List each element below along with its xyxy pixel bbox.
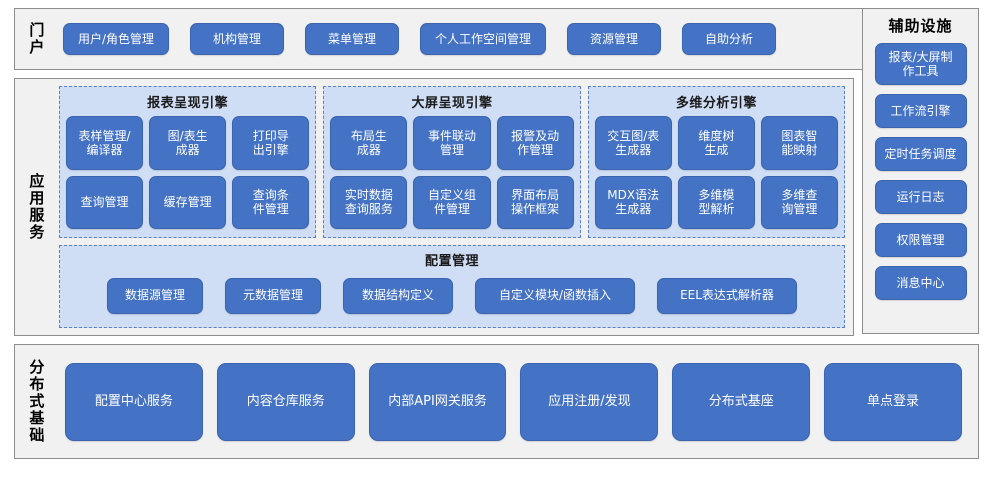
portal-panel: 门户 用户/角色管理 机构管理 菜单管理 个人工作空间管理 资源管理 自助分析 [14,8,979,70]
aux-facilities-list: 报表/大屏制 作工具 工作流引擎 定时任务调度 运行日志 权限管理 消息中心 [863,43,978,300]
portal-band-label: 门户 [27,22,46,56]
aux-facilities-title: 辅助设施 [888,17,953,35]
engine-group-report-items: 表样管理/ 编译器 图/表生 成器 打印导 出引擎 查询管理 缓存管理 查询条 … [66,116,310,229]
aux-item-report-bigscreen-authoring-tool[interactable]: 报表/大屏制 作工具 [874,43,967,85]
multidim-item-multidim-model-parsing[interactable]: 多维模 型解析 [677,175,755,229]
portal-item-personal-workspace-management[interactable]: 个人工作空间管理 [420,23,547,55]
multidim-item-multidim-query-management[interactable]: 多维查 询管理 [760,175,838,229]
engine-group-report: 报表呈现引擎 表样管理/ 编译器 图/表生 成器 打印导 出引擎 查询管理 缓存… [59,86,317,238]
engine-group-multidim-items: 交互图/表 生成器 维度树 生成 图表智 能映射 MDX语法 生成器 多维模 型… [594,116,838,229]
report-item-cache-management[interactable]: 缓存管理 [149,175,227,229]
engine-group-bigscreen-title: 大屏呈现引擎 [411,96,493,111]
infra-item-app-registry-discovery[interactable]: 应用注册/发现 [520,362,659,441]
report-item-print-export-engine[interactable]: 打印导 出引擎 [232,116,310,170]
infra-item-internal-api-gateway-service[interactable]: 内部API网关服务 [368,362,507,441]
multidim-item-dimension-tree-generation[interactable]: 维度树 生成 [677,116,755,170]
portal-item-menu-management[interactable]: 菜单管理 [305,23,400,55]
infra-item-distributed-base[interactable]: 分布式基座 [672,362,811,441]
engine-group-row: 报表呈现引擎 表样管理/ 编译器 图/表生 成器 打印导 出引擎 查询管理 缓存… [59,86,845,238]
report-item-template-management-compiler[interactable]: 表样管理/ 编译器 [66,116,144,170]
infra-item-config-center-service[interactable]: 配置中心服务 [65,362,203,441]
report-item-query-management[interactable]: 查询管理 [66,175,144,229]
config-item-custom-module-function-insert[interactable]: 自定义模块/函数插入 [475,277,635,314]
report-item-query-condition-management[interactable]: 查询条 件管理 [232,175,310,229]
app-service-band-label: 应用服务 [27,173,46,241]
aux-item-workflow-engine[interactable]: 工作流引擎 [874,94,967,128]
bigscreen-item-custom-component-management[interactable]: 自定义组 件管理 [413,175,491,229]
app-service-content: 报表呈现引擎 表样管理/ 编译器 图/表生 成器 打印导 出引擎 查询管理 缓存… [57,79,853,335]
infra-row: 分布式基础 配置中心服务 内容仓库服务 内部API网关服务 应用注册/发现 分布… [14,344,979,459]
infra-button-list: 配置中心服务 内容仓库服务 内部API网关服务 应用注册/发现 分布式基座 单点… [57,345,978,458]
config-management-title: 配置管理 [424,254,479,269]
engine-group-multidim-title: 多维分析引擎 [675,96,757,111]
config-item-datasource-management[interactable]: 数据源管理 [107,277,203,314]
config-item-data-structure-definition[interactable]: 数据结构定义 [343,277,453,314]
portal-item-self-service-analysis[interactable]: 自助分析 [682,23,777,55]
infra-panel: 分布式基础 配置中心服务 内容仓库服务 内部API网关服务 应用注册/发现 分布… [14,344,979,459]
multidim-item-chart-smart-mapping[interactable]: 图表智 能映射 [760,116,838,170]
engine-group-bigscreen-items: 布局生 成器 事件联动 管理 报警及动 作管理 实时数据 查询服务 自定义组 件… [330,116,574,229]
portal-button-list: 用户/角色管理 机构管理 菜单管理 个人工作空间管理 资源管理 自助分析 [57,9,968,69]
portal-item-user-role-management[interactable]: 用户/角色管理 [63,23,170,55]
config-management-items: 数据源管理 元数据管理 数据结构定义 自定义模块/函数插入 EEL表达式解析器 [66,274,838,319]
aux-item-runtime-log[interactable]: 运行日志 [874,180,967,214]
bigscreen-item-alarm-action-management[interactable]: 报警及动 作管理 [496,116,574,170]
config-management-group: 配置管理 数据源管理 元数据管理 数据结构定义 自定义模块/函数插入 EEL表达… [59,245,845,328]
aux-item-permission-management[interactable]: 权限管理 [874,223,967,257]
aux-facilities-panel: 辅助设施 报表/大屏制 作工具 工作流引擎 定时任务调度 运行日志 权限管理 消… [862,8,979,334]
bigscreen-item-realtime-data-query-service[interactable]: 实时数据 查询服务 [330,175,408,229]
multidim-item-interactive-chart-table-generator[interactable]: 交互图/表 生成器 [594,116,672,170]
infra-band-label: 分布式基础 [27,359,46,444]
config-item-metadata-management[interactable]: 元数据管理 [225,277,321,314]
engine-group-report-title: 报表呈现引擎 [147,96,229,111]
bigscreen-item-ui-layout-operation-framework[interactable]: 界面布局 操作框架 [496,175,574,229]
app-service-row: 应用服务 报表呈现引擎 表样管理/ 编译器 图/表生 成器 打印导 出引擎 查询… [14,78,854,336]
config-item-eel-expression-parser[interactable]: EEL表达式解析器 [657,277,797,314]
infra-item-single-sign-on[interactable]: 单点登录 [824,362,962,441]
report-item-chart-table-generator[interactable]: 图/表生 成器 [149,116,227,170]
aux-item-message-center[interactable]: 消息中心 [874,266,967,300]
aux-item-scheduled-task-scheduler[interactable]: 定时任务调度 [874,137,967,171]
portal-row: 门户 用户/角色管理 机构管理 菜单管理 个人工作空间管理 资源管理 自助分析 [14,8,979,70]
infra-item-content-repository-service[interactable]: 内容仓库服务 [216,362,355,441]
app-service-panel: 应用服务 报表呈现引擎 表样管理/ 编译器 图/表生 成器 打印导 出引擎 查询… [14,78,854,336]
engine-group-bigscreen: 大屏呈现引擎 布局生 成器 事件联动 管理 报警及动 作管理 实时数据 查询服务… [323,86,581,238]
bigscreen-item-event-linkage-management[interactable]: 事件联动 管理 [413,116,491,170]
multidim-item-mdx-syntax-generator[interactable]: MDX语法 生成器 [594,175,672,229]
portal-item-resource-management[interactable]: 资源管理 [567,23,662,55]
bigscreen-item-layout-generator[interactable]: 布局生 成器 [330,116,408,170]
engine-group-multidim: 多维分析引擎 交互图/表 生成器 维度树 生成 图表智 能映射 MDX语法 生成… [587,86,845,238]
portal-item-org-management[interactable]: 机构管理 [190,23,285,55]
